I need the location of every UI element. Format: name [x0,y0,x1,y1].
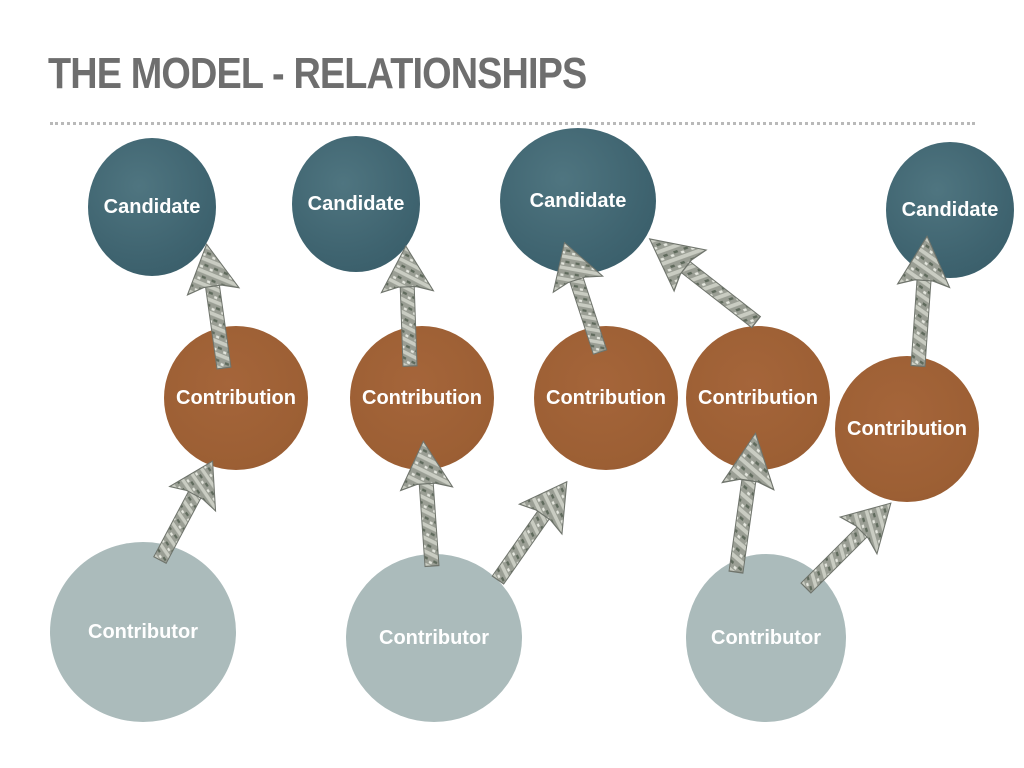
money-arrow-icon [180,239,251,373]
money-arrow-icon [891,233,954,369]
contributor-node-1: Contributor [50,542,236,722]
money-arrow-icon [476,466,589,596]
money-arrow-icon [136,448,237,573]
money-arrow-icon [396,438,459,569]
candidate-node-1: Candidate [88,138,216,276]
title-divider [50,122,975,125]
money-arrow-icon [539,234,626,361]
slide-title: THE MODEL - RELATIONSHIPS [48,49,587,98]
money-arrow-icon [709,429,782,577]
money-arrow-icon [787,484,910,607]
money-arrow-icon [632,217,773,344]
money-arrow-icon [379,244,437,368]
